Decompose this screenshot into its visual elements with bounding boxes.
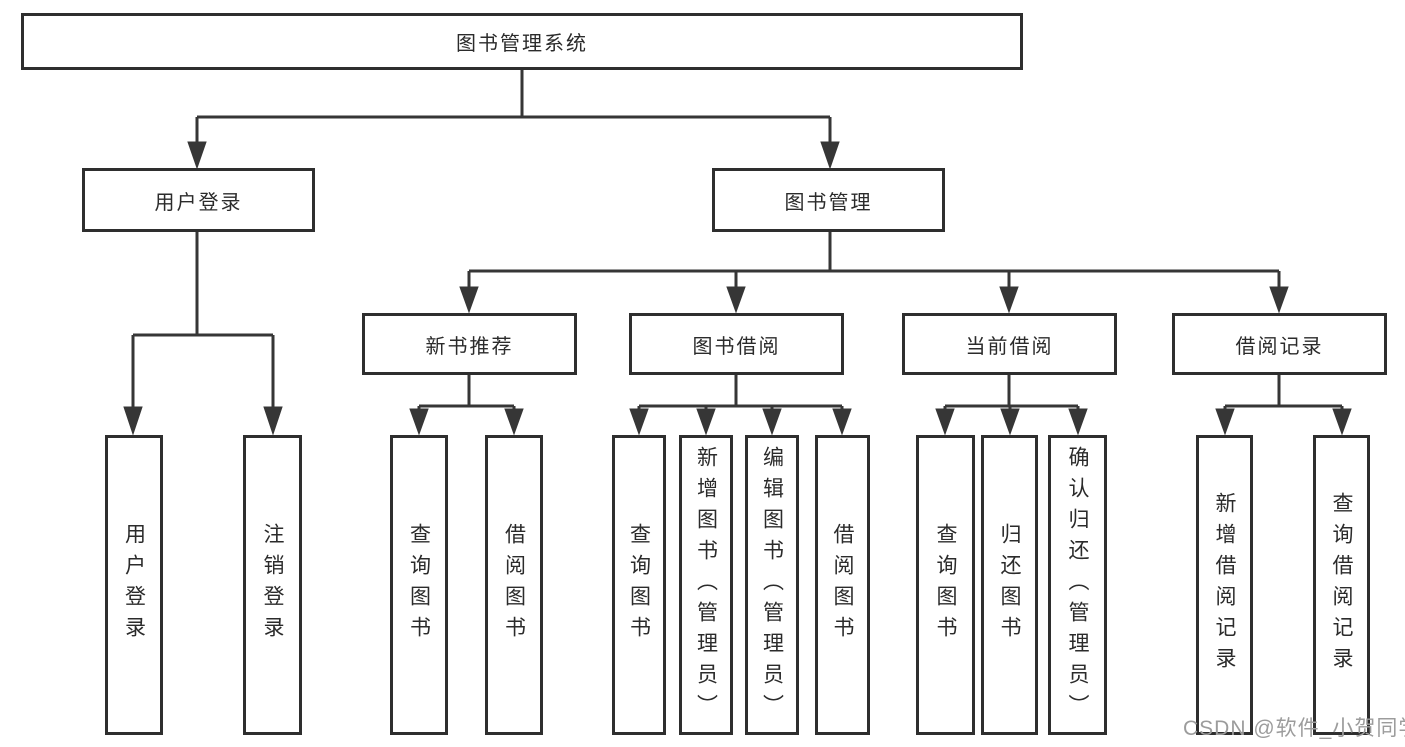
leaf-query-borrow-record: 查询借阅记录: [1313, 435, 1370, 735]
csdn-watermark: CSDN @软件_小贺同学: [1183, 717, 1405, 740]
leaf-add-books-admin: 新增图书（管理员）: [679, 435, 733, 735]
connector-records-split: [1215, 375, 1352, 436]
connector-new-books-split: [409, 375, 524, 436]
connector-current-split: [935, 375, 1088, 436]
connector-root-split: [187, 70, 840, 170]
leaf-logout: 注销登录: [243, 435, 302, 735]
node-book-borrow: 图书借阅: [629, 313, 844, 375]
node-library-management-system: 图书管理系统: [21, 13, 1023, 70]
leaf-user-login: 用户登录: [105, 435, 163, 735]
node-borrow-records: 借阅记录: [1172, 313, 1387, 375]
node-new-book-recommend: 新书推荐: [362, 313, 577, 375]
node-current-borrow: 当前借阅: [902, 313, 1117, 375]
node-user-login: 用户登录: [82, 168, 315, 232]
leaf-query-books-borrow: 查询图书: [612, 435, 666, 735]
connector-book-mgmt-split: [459, 232, 1289, 314]
leaf-return-books: 归还图书: [981, 435, 1038, 735]
leaf-confirm-return-admin: 确认归还（管理员）: [1048, 435, 1107, 735]
connector-user-login-split: [123, 232, 283, 436]
leaf-query-books-current: 查询图书: [916, 435, 975, 735]
node-book-management: 图书管理: [712, 168, 945, 232]
leaf-borrow-books: 借阅图书: [815, 435, 870, 735]
leaf-edit-books-admin: 编辑图书（管理员）: [745, 435, 799, 735]
leaf-borrow-books-newbooks: 借阅图书: [485, 435, 543, 735]
connector-borrow-split: [629, 375, 852, 436]
leaf-query-books-newbooks: 查询图书: [390, 435, 448, 735]
leaf-add-borrow-record: 新增借阅记录: [1196, 435, 1253, 735]
